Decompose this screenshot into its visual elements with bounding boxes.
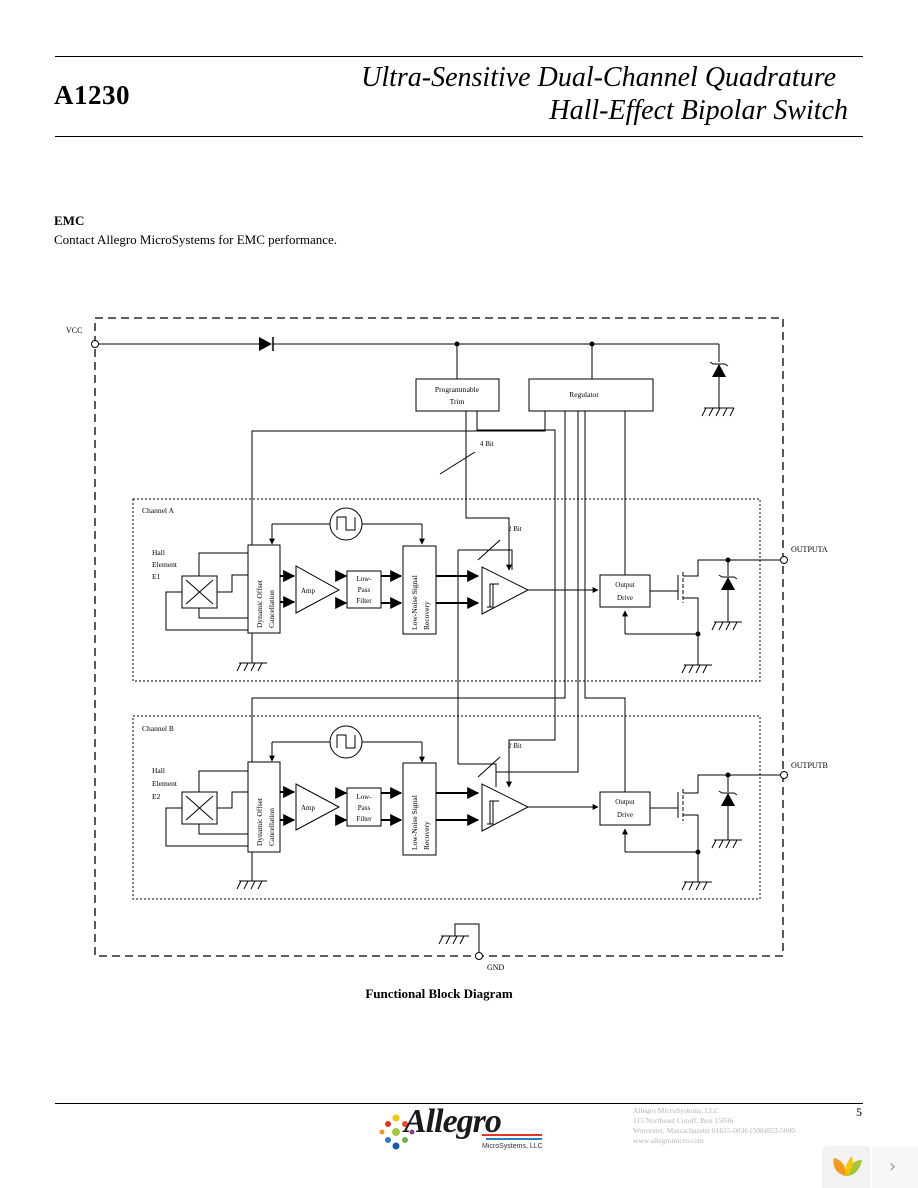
low-noise-recovery-a-block [402, 545, 437, 635]
vcc-pin [91, 340, 99, 348]
package-outline [94, 317, 784, 957]
hall-element-label-b: Element [152, 779, 178, 788]
output-drive-b-label: Output [615, 798, 635, 806]
offset-cancellation-b-label: Dynamic Offset [255, 797, 264, 846]
company-address: Allegro MicroSystems, LLC 115 Northeast … [633, 1106, 795, 1146]
bus-4bit-label: 4 Bit [480, 440, 494, 448]
output-b-zener-icon [721, 793, 735, 806]
address-line: 115 Northeast Cutoff, Box 15036 [633, 1116, 734, 1125]
hall-e2-label: E2 [152, 792, 161, 801]
footer-rule [55, 1103, 863, 1104]
page-number: 5 [856, 1105, 862, 1119]
address-line: Allegro MicroSystems, LLC [633, 1106, 720, 1115]
header-top-rule [55, 56, 863, 57]
output-b-pin [780, 771, 788, 779]
amp-b-icon [295, 783, 341, 831]
reg-feed-a [251, 411, 546, 545]
ground-icon [711, 839, 742, 849]
programmable-trim-label-2: Trim [450, 397, 465, 406]
output-drive-a-block [599, 574, 651, 608]
header-bottom-rule [55, 136, 863, 137]
ground-icon [711, 621, 742, 631]
address-line: www.allegromicro.com [633, 1136, 704, 1145]
allegro-logo-icon [379, 1114, 542, 1150]
low-pass-filter-a-block [346, 570, 382, 609]
bus-2bit-b-label: 2 Bit [508, 742, 522, 750]
hall-element-label-a: Element [152, 560, 178, 569]
low-noise-b-label-2: Recovery [422, 821, 431, 850]
regulator-block [528, 378, 654, 412]
ground-icon [438, 935, 469, 945]
output-drive-b-label-2: Drive [617, 811, 633, 819]
emc-heading: EMC [54, 213, 85, 228]
ground-icon [701, 407, 735, 417]
bus-2bit-a-label: 2 Bit [508, 525, 522, 533]
document-title-line2: Hall-Effect Bipolar Switch [549, 95, 848, 126]
ground-icon [681, 664, 712, 674]
low-pass-filter-b-block [346, 787, 382, 827]
vcc-zener-icon [712, 364, 726, 377]
offset-cancellation-b-label-2: Cancellation [267, 808, 276, 846]
mosfet-b-icon [677, 774, 728, 882]
output-drive-b-block [599, 791, 651, 826]
channel-a: Channel A Hall Element E1 Dynamic Offset… [132, 498, 828, 764]
gnd-label: GND [487, 963, 505, 972]
gnd-pin [475, 952, 483, 960]
ground-icon [236, 880, 267, 890]
low-noise-recovery-b-block [402, 762, 437, 856]
output-a-zener-icon [721, 577, 735, 590]
lpf-a-label: Low- [356, 575, 372, 583]
supply-diode-icon [259, 337, 272, 351]
address-line: Worcester, Massachusetts 01615-0036 (508… [633, 1126, 795, 1135]
low-noise-b-label: Low-Noise Signal [410, 795, 419, 850]
viewer-badge[interactable] [822, 1146, 870, 1188]
chevron-right-icon: › [889, 1156, 897, 1177]
figure-caption: Functional Block Diagram [365, 986, 513, 1001]
output-a-pin [780, 556, 788, 564]
offset-cancellation-a-label: Dynamic Offset [255, 579, 264, 628]
channel-b-title: Channel B [142, 724, 174, 733]
offset-cancellation-a-block [247, 544, 281, 634]
channel-b-boundary [132, 715, 761, 900]
functional-block-diagram: VCC Programmable Trim Regulator [66, 317, 828, 972]
mosfet-a-icon [677, 559, 728, 665]
output-b-label: OUTPUTB [791, 761, 828, 770]
hall-label-a: Hall [152, 548, 165, 557]
next-page-button[interactable]: › [872, 1146, 918, 1188]
leaf-icon [833, 1156, 862, 1176]
ground-icon [681, 881, 712, 891]
channel-a-boundary [132, 498, 761, 682]
lpf-b-label-3: Filter [356, 815, 372, 823]
ground-icon [236, 662, 267, 672]
allegro-logo-subtitle: MicroSystems, LLC [482, 1143, 543, 1150]
regulator-label: Regulator [569, 390, 599, 399]
low-noise-a-label: Low-Noise Signal [410, 575, 419, 630]
part-number: A1230 [54, 80, 130, 110]
vcc-label: VCC [66, 326, 82, 335]
output-drive-a-label: Output [615, 581, 635, 589]
output-a-label: OUTPUTA [791, 545, 828, 554]
amp-a-icon [295, 565, 341, 614]
lpf-b-label-2: Pass [358, 804, 371, 812]
hall-label-b: Hall [152, 766, 165, 775]
lpf-a-label-2: Pass [358, 586, 371, 594]
reg-feed-b [251, 411, 566, 762]
document-title-line1: Ultra-Sensitive Dual-Channel Quadrature [361, 62, 836, 93]
low-noise-a-label-2: Recovery [422, 601, 431, 630]
lpf-a-label-3: Filter [356, 597, 372, 605]
channel-a-title: Channel A [142, 506, 174, 515]
offset-cancellation-a-label-2: Cancellation [267, 590, 276, 628]
lpf-b-label: Low- [356, 793, 372, 801]
amp-b-label: Amp [301, 804, 316, 812]
programmable-trim-block [415, 378, 500, 412]
hall-e1-label: E1 [152, 572, 161, 581]
channel-b: Channel B Hall Element E2 Dynamic Offset… [132, 715, 828, 900]
programmable-trim-label: Programmable [435, 385, 480, 394]
allegro-logo-text: Allegro [404, 1103, 502, 1140]
emc-text: Contact Allegro MicroSystems for EMC per… [54, 232, 338, 247]
amp-a-label: Amp [301, 587, 316, 595]
output-drive-a-label-2: Drive [617, 594, 633, 602]
offset-cancellation-b-block [247, 761, 281, 853]
